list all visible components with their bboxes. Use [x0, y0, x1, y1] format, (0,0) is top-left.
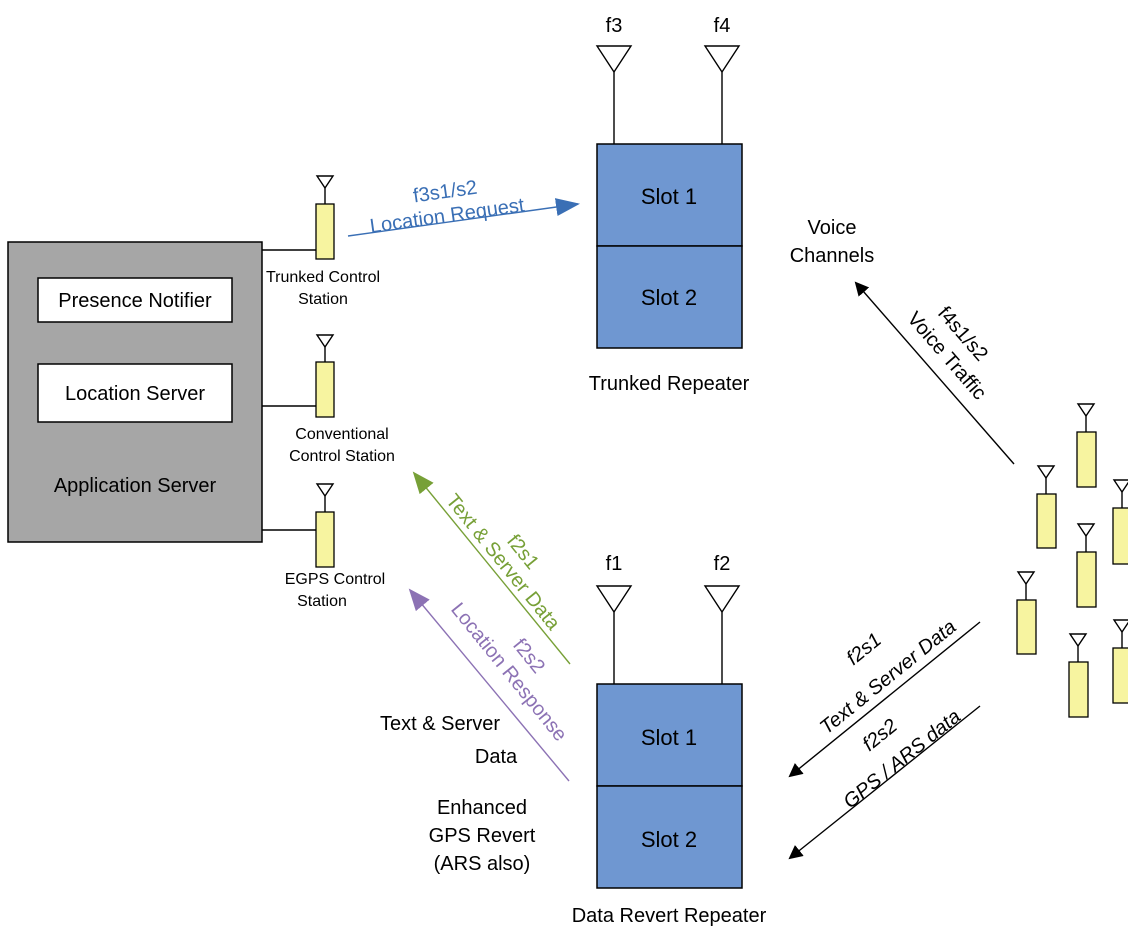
trunked-slot1-box: [596, 143, 743, 247]
antenna-icon: [1068, 633, 1088, 648]
subscriber-text-data-arrow: f2s1 Text & Server Data: [788, 616, 981, 778]
subscriber-text-data-label-1: f2s1: [843, 629, 886, 670]
trunked-repeater: f3 f4 Slot 1 Slot 2 Trunked Repeater: [589, 15, 750, 395]
antenna-icon: [1016, 571, 1036, 586]
radio-1: [1036, 465, 1057, 549]
radio-3: [1112, 479, 1128, 565]
text-server-note-1: Text & Server: [380, 713, 500, 735]
trunked-antenna-label-f3: f3: [606, 15, 623, 37]
conventional-control-station-label-2: Control Station: [289, 448, 395, 465]
trunked-control-station-label-2: Station: [298, 291, 348, 308]
antenna-icon: [595, 45, 633, 74]
data-slot2-box: [596, 785, 743, 889]
application-server: Presence Notifier Location Server Applic…: [7, 241, 263, 543]
voice-channels-label-2: Channels: [790, 245, 875, 267]
egps-control-station-label-2: Station: [297, 593, 347, 610]
egps-control-station-label-1: EGPS Control: [285, 571, 385, 588]
voice-traffic-arrow: f4s1/s2 Voice Traffic: [854, 281, 1015, 465]
subscriber-text-data-arrow-line: [788, 621, 981, 778]
trunked-control-station: Trunked Control Station: [266, 175, 380, 308]
data-slot2-label: Slot 2: [641, 827, 697, 852]
text-server-data-arrow-line: [412, 471, 571, 665]
conventional-control-station-label-1: Conventional: [295, 426, 388, 443]
radio-4: [1076, 523, 1097, 608]
trunked-slot1-label: Slot 1: [641, 184, 697, 209]
antenna-icon: [595, 585, 633, 614]
antenna-icon: [703, 585, 741, 614]
radio-7: [1112, 619, 1128, 704]
gps-ars-data-arrow-line: [788, 705, 981, 860]
data-antenna-label-f1: f1: [606, 553, 623, 575]
location-request-arrow-line: [347, 198, 580, 237]
antenna-icon: [1112, 619, 1128, 634]
data-revert-repeater-label: Data Revert Repeater: [572, 905, 767, 927]
enhanced-gps-note-3: (ARS also): [434, 853, 531, 875]
presence-notifier-label: Presence Notifier: [58, 290, 212, 312]
gps-ars-data-label-2: GPS / ARS data: [839, 706, 965, 814]
data-antenna-label-f2: f2: [714, 553, 731, 575]
antenna-icon: [1036, 465, 1056, 480]
radio-5: [1016, 571, 1037, 655]
subscriber-radios: [1016, 403, 1128, 718]
location-server-box: [37, 363, 233, 423]
data-slot1-label: Slot 1: [641, 725, 697, 750]
radio-2: [1076, 403, 1097, 488]
trunked-control-station-label-1: Trunked Control: [266, 269, 380, 286]
data-revert-repeater: f1 f2 Slot 1 Slot 2 Data Revert Repeater: [572, 553, 767, 927]
conventional-control-station: Conventional Control Station: [289, 334, 395, 465]
location-server-label: Location Server: [65, 383, 205, 405]
trunked-slot2-box: [596, 245, 743, 349]
gps-ars-data-arrow: f2s2 GPS / ARS data: [788, 705, 981, 860]
text-server-note-2: Data: [475, 746, 518, 768]
antenna-icon: [1076, 523, 1096, 538]
voice-channels-label-1: Voice: [808, 217, 857, 239]
voice-traffic-arrow-line: [854, 281, 1015, 465]
trunked-antenna-label-f4: f4: [714, 15, 731, 37]
antenna-icon: [315, 175, 335, 190]
enhanced-gps-note-2: GPS Revert: [429, 825, 536, 847]
data-slot1-box: [596, 683, 743, 787]
antenna-icon: [1076, 403, 1096, 418]
enhanced-gps-note-1: Enhanced: [437, 797, 527, 819]
antenna-icon: [703, 45, 741, 74]
presence-notifier-box: [37, 277, 233, 323]
antenna-icon: [1112, 479, 1128, 494]
location-response-arrow-line: [408, 588, 570, 782]
application-server-label: Application Server: [54, 475, 217, 497]
trunked-slot2-label: Slot 2: [641, 285, 697, 310]
antenna-icon: [315, 483, 335, 498]
trunked-repeater-label: Trunked Repeater: [589, 373, 750, 395]
location-request-arrow: f3s1/s2 Location Request: [347, 177, 580, 238]
antenna-icon: [315, 334, 335, 349]
radio-6: [1068, 633, 1089, 718]
egps-control-station: EGPS Control Station: [285, 483, 385, 610]
